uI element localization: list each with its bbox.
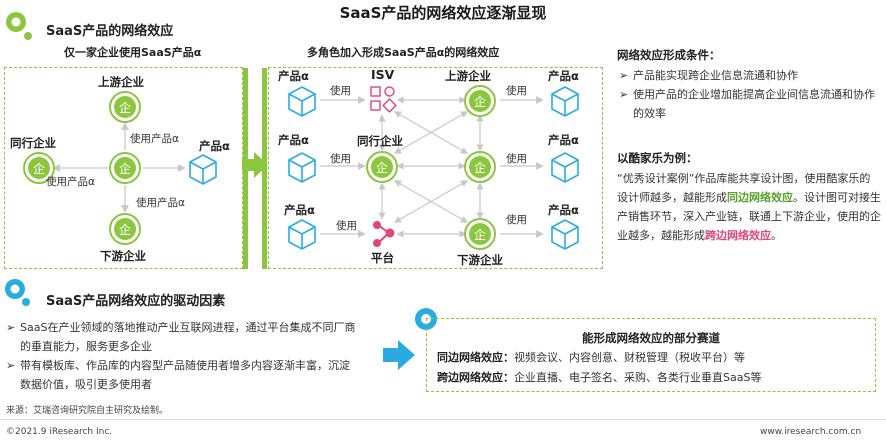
right-downstream-enterprise-icon: 企 [464, 218, 496, 250]
drivers-list: ➢ SaaS在产业领域的落地推动产业互联网进程，通过平台集成不同厂商的垂直能力，… [6, 318, 358, 394]
right-product-label-5: 产品α [548, 133, 579, 147]
section2-bubble-icon [5, 279, 30, 306]
chevron-right-icon: ➢ [6, 321, 16, 334]
right-use-label-1: 使用 [330, 85, 351, 97]
svg-text:企: 企 [119, 161, 131, 176]
driver-item-2: ➢ 带有模板库、作品库的内容型产品随使用者增多内容逐渐丰富，沉淀数据价值，吸引更… [6, 356, 358, 394]
same-side-track-row: 同边网络效应：视频会议、内容创意、财税管理（税收平台）等 [437, 351, 745, 364]
isv-label: ISV [371, 67, 395, 82]
right-product-label-6: 产品α [548, 203, 579, 217]
left-downstream-label: 下游企业 [100, 249, 146, 263]
chevron-right-icon: ➢ [619, 88, 629, 101]
right-diagram-box [268, 67, 603, 269]
driver-item-1: ➢ SaaS在产业领域的落地推动产业互联网进程，通过平台集成不同厂商的垂直能力，… [6, 318, 358, 356]
product-cube-icon [189, 154, 217, 185]
product-cube-icon [288, 86, 316, 117]
same-side-highlight: 同边网络效应 [727, 191, 793, 204]
svg-text:企: 企 [119, 222, 131, 237]
platform-share-icon [373, 221, 395, 247]
left-use-down-label: 使用产品α [136, 197, 185, 209]
product-cube-icon [288, 219, 316, 250]
svg-text:企: 企 [119, 100, 131, 115]
right-product-label-2: 产品α [278, 133, 309, 147]
right-use-label-3: 使用 [336, 220, 357, 232]
conditions-heading: 网络效应形成条件： [617, 48, 721, 62]
right-divider-bar [262, 68, 267, 269]
upstream-enterprise-icon: 企 [109, 91, 141, 123]
platform-label: 平台 [371, 251, 394, 265]
svg-text:企: 企 [474, 227, 486, 242]
right-use-label-6: 使用 [506, 214, 527, 226]
chevron-right-icon: ➢ [6, 359, 16, 372]
example-panel: 以酷家乐为例： “优秀设计案例”作品库能共享设计图，使用酷家乐的设计师越多，越能… [617, 150, 881, 245]
cross-side-track-row: 跨边网络效应：企业直播、电子签名、采购、各类行业垂直SaaS等 [437, 371, 762, 384]
condition-item-1: ➢ 产品能实现跨企业信息流通和协作 [617, 66, 881, 85]
isv-modules-icon [370, 86, 397, 113]
footer-website[interactable]: www.iresearch.com.cn [760, 427, 862, 437]
downstream-enterprise-icon: 企 [109, 213, 141, 245]
tracks-box [426, 318, 876, 392]
section1-bubble-icon [6, 12, 32, 40]
product-cube-icon [551, 219, 579, 250]
tracks-heading: 能形成网络效应的部分赛道 [582, 331, 720, 345]
left-use-up-label: 使用产品α [130, 133, 179, 145]
right-center-enterprise-icon: 企 [464, 151, 496, 183]
left-subtitle: 仅一家企业使用SaaS产品α [64, 46, 202, 59]
example-heading: 以酷家乐为例： [617, 151, 698, 165]
blue-arrow-icon [383, 340, 415, 370]
right-upstream-label: 上游企业 [445, 69, 491, 83]
footer-copyright: ©2021.9 iResearch Inc. [6, 427, 113, 437]
footer-divider [0, 419, 886, 420]
product-cube-icon [551, 152, 579, 183]
right-product-label-1: 产品α [278, 69, 309, 83]
section1-heading: SaaS产品的网络效应 [46, 24, 174, 39]
right-use-label-2: 使用 [330, 153, 351, 165]
svg-text:企: 企 [474, 160, 486, 175]
left-use-peer-label: 使用产品α [46, 176, 95, 188]
example-paragraph: “优秀设计案例”作品库能共享设计图，使用酷家乐的设计师越多，越能形成同边网络效应… [617, 172, 881, 242]
right-subtitle: 多角色加入形成SaaS产品α的网络效应 [307, 46, 500, 59]
right-product-label-4: 产品α [548, 69, 579, 83]
page-title: SaaS产品的网络效应逐渐显现 [339, 4, 547, 22]
condition-item-2: ➢ 使用产品的企业增加能提高企业间信息流通和协作的效率 [617, 85, 881, 123]
product-cube-icon [288, 152, 316, 183]
right-downstream-label: 下游企业 [457, 253, 503, 267]
right-upstream-enterprise-icon: 企 [464, 85, 496, 117]
right-peer-label: 同行企业 [357, 134, 403, 148]
left-upstream-label: 上游企业 [98, 75, 144, 89]
right-peer-enterprise-icon: 企 [366, 151, 398, 183]
left-product-label: 产品α [199, 139, 230, 153]
conditions-panel: 网络效应形成条件： ➢ 产品能实现跨企业信息流通和协作 ➢ 使用产品的企业增加能… [617, 47, 881, 123]
right-use-label-4: 使用 [506, 85, 527, 97]
product-cube-icon [551, 86, 579, 117]
peer-enterprise-icon: 企 [23, 152, 55, 184]
transition-arrow-icon [242, 152, 268, 178]
right-product-label-3: 产品α [284, 203, 315, 217]
section2-heading: SaaS产品网络效应的驱动因素 [46, 294, 226, 309]
center-enterprise-icon: 企 [109, 152, 141, 184]
cross-side-highlight: 跨边网络效应 [705, 229, 771, 242]
right-use-label-5: 使用 [506, 153, 527, 165]
svg-text:企: 企 [33, 161, 45, 176]
svg-text:企: 企 [474, 94, 486, 109]
left-peer-label: 同行企业 [10, 136, 56, 150]
source-note: 来源：艾瑞咨询研究院自主研究及绘制。 [6, 406, 169, 416]
svg-text:企: 企 [376, 160, 388, 175]
chevron-right-icon: ➢ [619, 69, 629, 82]
